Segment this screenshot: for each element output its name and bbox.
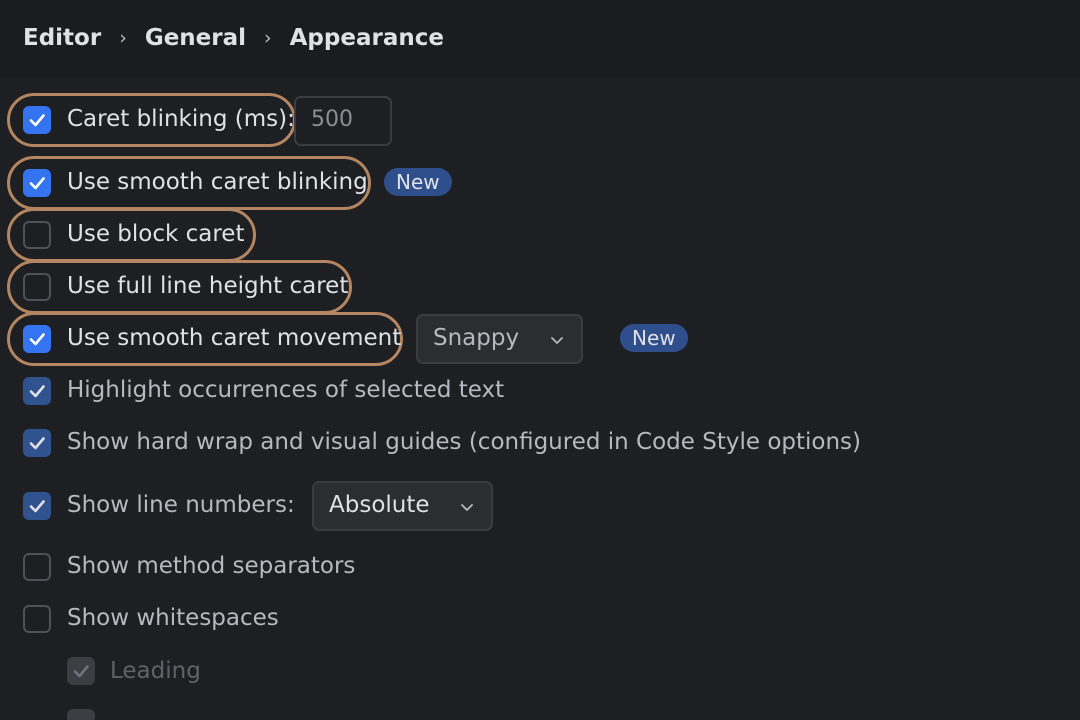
method-separators-label: Show method separators [67, 553, 356, 579]
breadcrumb: Editor › General › Appearance [23, 25, 444, 51]
new-badge: New [384, 168, 452, 196]
smooth-caret-blinking-label: Use smooth caret blinking [67, 169, 368, 195]
smooth-caret-movement-checkbox[interactable] [23, 325, 51, 353]
setting-hard-wrap: Show hard wrap and visual guides (config… [0, 416, 1000, 468]
caret-blinking-checkbox[interactable] [23, 106, 51, 134]
checkmark-icon [73, 665, 89, 678]
line-numbers-checkbox[interactable] [23, 492, 51, 520]
checkmark-icon [29, 177, 45, 190]
caret-blinking-label: Caret blinking (ms): [67, 106, 295, 132]
leading-label: Leading [110, 658, 201, 684]
checkmark-icon [29, 437, 45, 450]
new-badge: New [620, 324, 688, 352]
setting-line-numbers: Show line numbers: [0, 479, 300, 531]
checkmark-icon [29, 333, 45, 346]
block-caret-checkbox[interactable] [23, 221, 51, 249]
full-line-height-caret-checkbox[interactable] [23, 273, 51, 301]
breadcrumb-appearance: Appearance [289, 25, 444, 51]
checkmark-icon [29, 114, 45, 127]
checkmark-icon [29, 500, 45, 513]
setting-method-separators: Show method separators [0, 540, 700, 592]
highlight-outline [7, 312, 403, 366]
whitespaces-checkbox[interactable] [23, 605, 51, 633]
highlight-occurrences-label: Highlight occurrences of selected text [67, 377, 505, 403]
block-caret-label: Use block caret [67, 221, 245, 247]
setting-full-line-height-caret: Use full line height caret [0, 260, 700, 312]
setting-smooth-caret-movement: Use smooth caret movement [0, 312, 700, 364]
setting-highlight-occurrences: Highlight occurrences of selected text [0, 364, 900, 416]
caret-movement-value: Snappy [433, 325, 520, 351]
caret-movement-dropdown[interactable]: Snappy [416, 314, 583, 364]
hard-wrap-label: Show hard wrap and visual guides (config… [67, 429, 862, 455]
checkmark-icon [29, 385, 45, 398]
hard-wrap-checkbox[interactable] [23, 429, 51, 457]
breadcrumb-separator: › [264, 27, 272, 49]
chevron-down-icon [461, 504, 473, 511]
setting-smooth-caret-blinking: Use smooth caret blinking [0, 156, 700, 208]
breadcrumb-editor[interactable]: Editor [23, 25, 102, 51]
inner-checkbox[interactable] [67, 709, 95, 720]
leading-checkbox[interactable] [67, 657, 95, 685]
whitespaces-label: Show whitespaces [67, 605, 279, 631]
setting-block-caret: Use block caret [0, 208, 700, 260]
full-line-height-caret-label: Use full line height caret [67, 273, 349, 299]
caret-blinking-ms-input[interactable]: 500 [294, 96, 392, 146]
header: Editor › General › Appearance [0, 0, 1080, 78]
chevron-down-icon [551, 337, 563, 344]
line-numbers-dropdown[interactable]: Absolute [312, 481, 493, 531]
breadcrumb-general[interactable]: General [144, 25, 247, 51]
line-numbers-value: Absolute [329, 492, 430, 518]
breadcrumb-separator: › [119, 27, 127, 49]
smooth-caret-blinking-checkbox[interactable] [23, 169, 51, 197]
highlight-occurrences-checkbox[interactable] [23, 377, 51, 405]
method-separators-checkbox[interactable] [23, 553, 51, 581]
line-numbers-label: Show line numbers: [67, 492, 295, 518]
setting-whitespaces: Show whitespaces [0, 592, 700, 644]
smooth-caret-movement-label: Use smooth caret movement [67, 325, 402, 351]
setting-caret-blinking: Caret blinking (ms): [0, 93, 700, 145]
